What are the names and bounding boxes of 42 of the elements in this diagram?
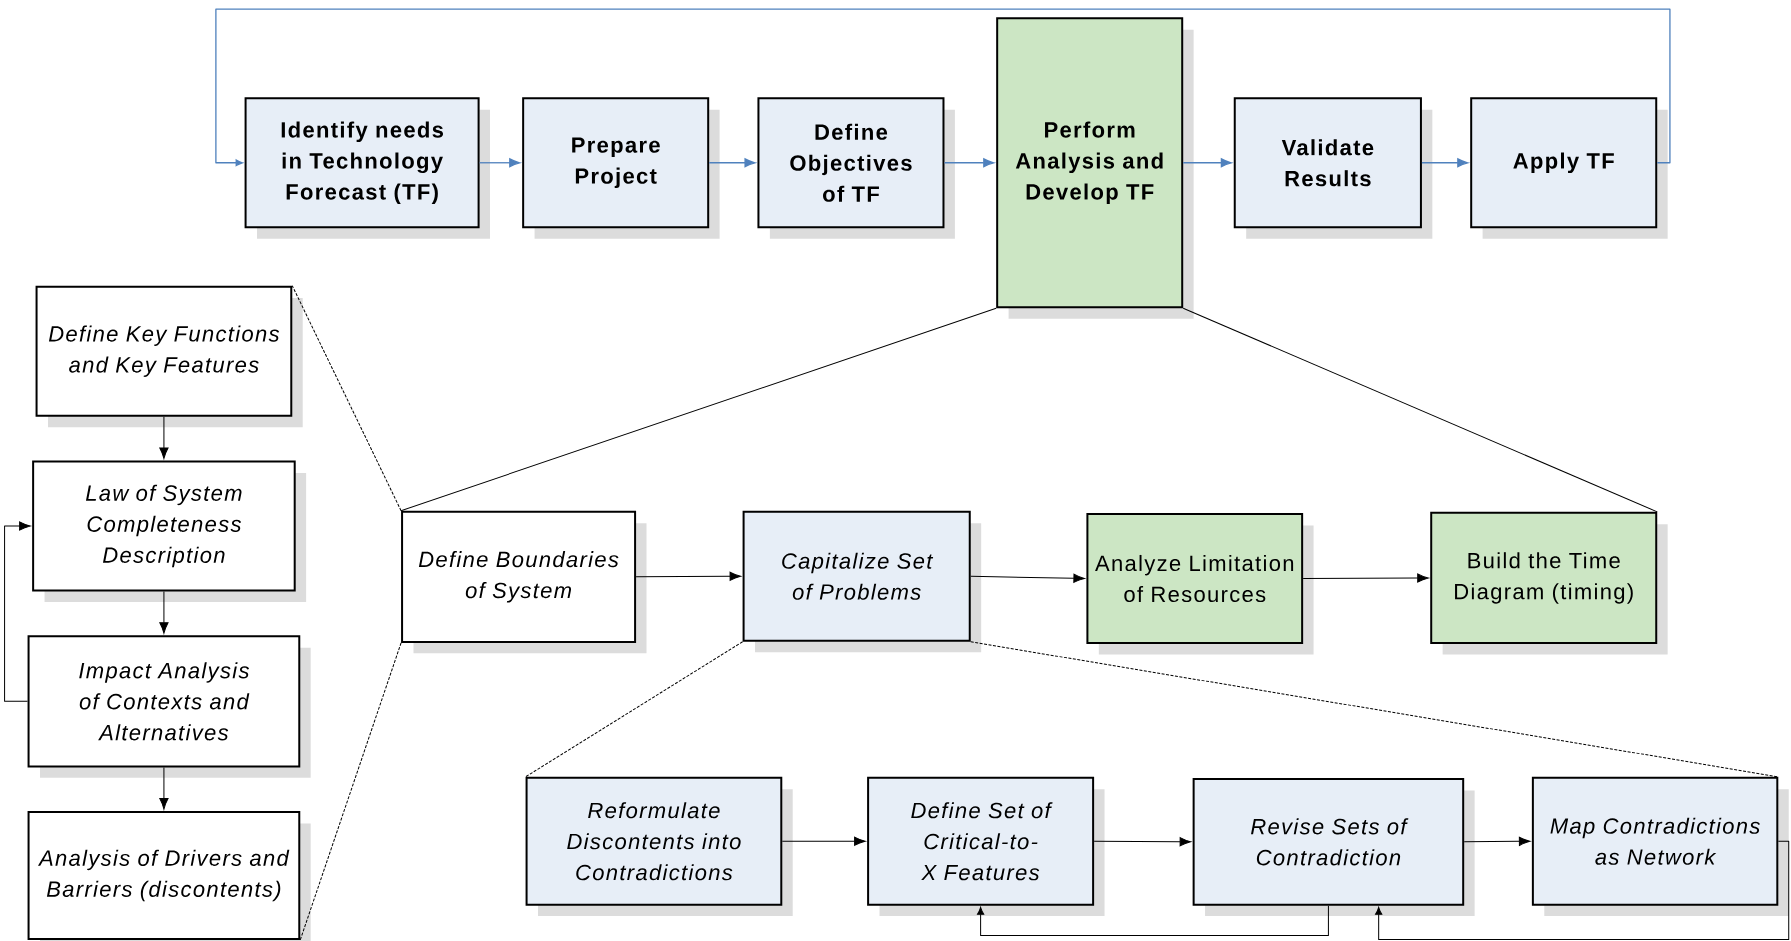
arrow [635, 571, 742, 581]
arrow [1093, 837, 1192, 847]
connector-line [970, 641, 1779, 778]
process-box: Apply TF [1470, 97, 1668, 239]
process-box: Define Key Functions and Key Features [35, 285, 303, 428]
arrow [159, 766, 169, 810]
arrow [215, 8, 1671, 167]
process-box: Reformulate Discontents into Contradictions [525, 776, 793, 917]
process-box: Impact Analysis of Contexts and Alternatives [27, 635, 311, 778]
process-box: Define Set of Critical-to-X Features [867, 776, 1105, 917]
connector-line [400, 307, 997, 512]
process-box: Law of System Completeness Description [32, 460, 307, 602]
process-box: Capitalize Set of Problems [742, 510, 982, 653]
process-box: Revise Sets of Contradiction [1192, 778, 1475, 917]
connector-line [299, 642, 402, 941]
arrow [1182, 158, 1232, 168]
arrow [1421, 158, 1469, 168]
arrow [1375, 840, 1790, 940]
connector-line [1182, 307, 1658, 513]
process-box: Analysis of Drivers and Barriers (discontents) [27, 811, 311, 941]
arrow [478, 158, 521, 168]
arrow [970, 573, 1085, 583]
process-box: Define Boundaries of System [401, 510, 647, 654]
arrow [4, 521, 31, 702]
process-box: Build the Time Diagram (timing) [1430, 511, 1668, 655]
arrow [159, 591, 169, 634]
connector-line [291, 285, 402, 512]
process-box: Define Objectives of TF [757, 97, 955, 239]
process-box: Identify needs in Technology Forecast (TF) [244, 97, 490, 239]
arrow [977, 905, 1329, 936]
process-box: Map Contradictions as Network [1531, 776, 1789, 917]
process-box: Prepare Project [522, 97, 720, 239]
arrow [943, 158, 995, 168]
process-box: Validate Results [1233, 97, 1433, 239]
arrow [1463, 836, 1531, 846]
connector-line [525, 641, 744, 778]
arrow [708, 158, 756, 168]
arrow [1302, 573, 1429, 583]
arrow [159, 416, 169, 459]
arrow [781, 836, 866, 846]
process-box: Analyze Limitation of Resources [1086, 513, 1314, 655]
process-box: Perform Analysis and Develop TF [996, 17, 1194, 319]
